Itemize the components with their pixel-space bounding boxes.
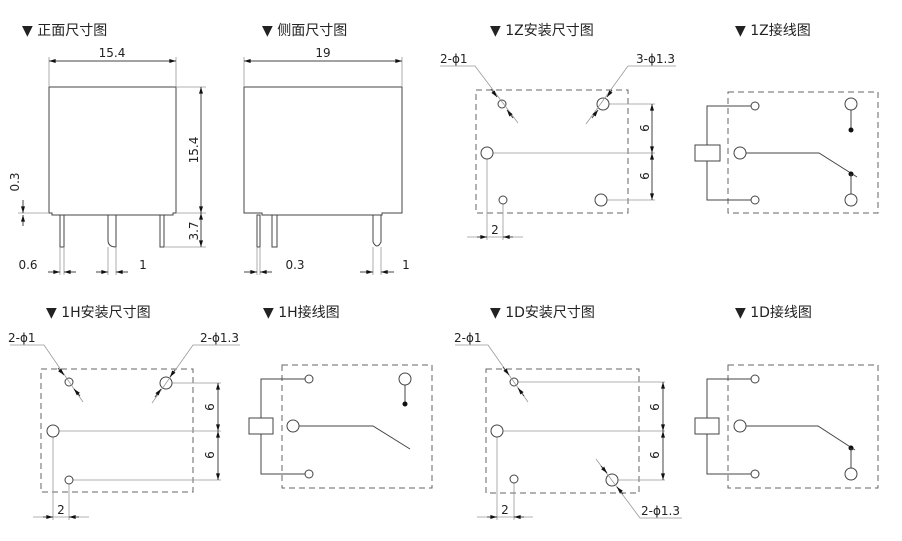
- offset-label: 2: [501, 503, 509, 517]
- title-front-view: ▼ 正面尺寸图: [22, 23, 107, 39]
- pitch-lower-label: 6: [638, 172, 652, 180]
- title-1h-wiring: ▼ 1H接线图: [263, 304, 340, 321]
- side-pin-pitch-label: 1: [402, 258, 410, 272]
- hole-large: [596, 97, 610, 111]
- hole-small: [497, 99, 507, 109]
- hole-small-label: 2-ϕ1: [440, 52, 468, 66]
- front-pin-pitch-label: 1: [139, 258, 147, 272]
- front-height-label: 15.4: [187, 137, 201, 164]
- title-1z-wiring: ▼ 1Z接线图: [735, 22, 811, 39]
- pitch-upper-label: 6: [638, 124, 652, 132]
- coil: [694, 417, 720, 435]
- pitch-lower-label: 6: [648, 451, 662, 459]
- title-1d-mount: ▼ 1D安装尺寸图: [490, 305, 595, 321]
- title-1d-wiring: ▼ 1D接线图: [735, 304, 812, 321]
- hole-large-label: 3-ϕ1.3: [636, 52, 675, 66]
- hole-large: [594, 193, 608, 207]
- wiring-1d-drawing: [694, 364, 879, 489]
- front-width-label: 15.4: [99, 46, 126, 60]
- pin-length-label: 3.7: [187, 221, 201, 240]
- title-1h-mount: ▼ 1H安装尺寸图: [46, 305, 151, 321]
- side-width-label: 19: [315, 46, 330, 60]
- side-view-drawing: 19 0.3 1: [243, 46, 410, 275]
- pin-thickness-label: 0.3: [285, 258, 304, 272]
- pin-width-label: 0.6: [18, 258, 37, 272]
- hole-small-label: 2-ϕ1: [8, 331, 36, 345]
- title-1z-mount: ▼ 1Z安装尺寸图: [490, 23, 594, 39]
- mount-1d-drawing: 2-ϕ1 2-ϕ1.3 6 6 2: [454, 331, 682, 520]
- pitch-upper-label: 6: [203, 403, 217, 411]
- offset-label: 2: [57, 503, 65, 517]
- pitch-upper-label: 6: [648, 403, 662, 411]
- hole-large: [480, 146, 494, 160]
- mount-1z-drawing: 2-ϕ1 3-ϕ1.3 6 6 2: [440, 52, 676, 240]
- hole-large-label: 2-ϕ1.3: [641, 504, 680, 518]
- wiring-1z-drawing: [694, 91, 879, 214]
- coil: [248, 417, 274, 435]
- hole-large-label: 2-ϕ1.3: [200, 331, 239, 345]
- wiring-1h-drawing: [248, 364, 433, 489]
- hole-small-label: 2-ϕ1: [454, 331, 482, 345]
- pitch-lower-label: 6: [203, 451, 217, 459]
- mount-1h-drawing: 2-ϕ1 2-ϕ1.3 6 6 2: [8, 331, 240, 520]
- coil: [694, 144, 721, 162]
- hole-small: [498, 195, 508, 205]
- front-view-drawing: 15.4 15.4 3.7 0.3 0.6 1: [8, 46, 206, 275]
- title-side-view: ▼ 侧面尺寸图: [262, 23, 347, 39]
- offset-label: 2: [491, 223, 499, 237]
- standoff-label: 0.3: [8, 172, 22, 191]
